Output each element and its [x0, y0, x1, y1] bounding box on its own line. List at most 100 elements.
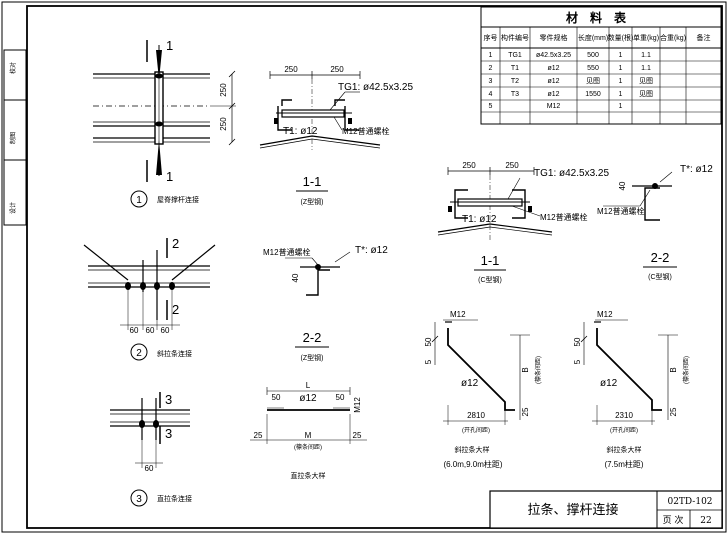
section-1-1-z-title: 1-1 — [303, 174, 322, 189]
detail-2-number: 2 — [136, 348, 142, 359]
material-table-header: 数量(根) — [608, 33, 634, 42]
diagonal-rod-b: M12 50 5 ø12 B (檩条间距) 25 2310 (开孔间距) 斜拉条… — [573, 310, 690, 469]
straight-rod-L: L — [306, 381, 311, 390]
section-1-1-z-tg: TG1: ø42.5x3.25 — [338, 82, 413, 93]
detail-3-mark-top: 3 — [165, 392, 172, 407]
diag-a-d50: 50 — [424, 337, 433, 346]
material-table: 材 料 表 序号构件编号零件规格长度(mm)数量(根)单重(kg)合重(kg)备… — [480, 6, 722, 125]
diag-a-d5: 5 — [424, 359, 433, 364]
material-table-cell: 1 — [619, 91, 623, 98]
material-table-cell: 见图 — [639, 90, 653, 98]
detail-3-straight-tie: 3 3 60 3 直拉条连接 — [110, 392, 192, 507]
material-table-cell: 5 — [489, 103, 493, 110]
section-1-1-c-bolt: M12普通螺栓 — [540, 212, 588, 222]
diag-b-d25: 25 — [669, 407, 678, 416]
section-1-1-c-dim-left: 250 — [462, 161, 476, 170]
diag-a-len: 2810 — [467, 411, 485, 420]
side-label-bottom: 设计 — [9, 202, 17, 214]
material-table-cell: T3 — [511, 91, 519, 98]
section-1-1-c-dim-right: 250 — [505, 161, 519, 170]
material-table-cell: 550 — [587, 65, 599, 72]
detail-1-dim-upper: 250 — [219, 83, 228, 97]
section-2-2-c-dim: 40 — [618, 181, 627, 190]
diag-a-B: B — [521, 367, 530, 372]
section-2-2-z-sub: (Z型钢) — [301, 353, 324, 362]
diag-a-span: (6.0m,9.0m柱距) — [443, 459, 502, 469]
material-table-cell: ø42.5x3.25 — [536, 52, 571, 59]
section-1-1-z-dim-right: 250 — [330, 65, 344, 74]
material-table-header: 长度(mm) — [578, 33, 608, 42]
straight-rod-m12: M12 — [353, 397, 362, 413]
diag-b-lnote: (开孔间距) — [610, 426, 638, 434]
diag-a-phi: ø12 — [461, 378, 479, 389]
straight-rod-d50b: 50 — [336, 393, 345, 402]
material-table-cell: 4 — [489, 91, 493, 98]
material-table-cell: 1 — [619, 52, 623, 59]
section-2-2-z-t: T*: ø12 — [355, 245, 388, 256]
material-table-header: 合重(kg) — [660, 33, 686, 42]
detail-3-dim: 60 — [145, 464, 154, 473]
section-2-2-z-dim: 40 — [291, 273, 300, 282]
section-2-2-c: M12普通螺栓 T*: ø12 40 2-2 (C型钢) — [597, 164, 713, 281]
detail-2-cut-mark-bottom: 2 — [172, 302, 179, 317]
detail-2-dim-b: 60 — [146, 326, 155, 335]
diag-a-m12: M12 — [450, 310, 466, 319]
section-2-2-c-title: 2-2 — [651, 250, 670, 265]
detail-2-caption: 斜拉条连接 — [157, 349, 192, 358]
material-table-cell: 1.1 — [641, 65, 651, 72]
material-table-cell: 1 — [619, 103, 623, 110]
material-table-cell: 500 — [587, 52, 599, 59]
material-table-cell: 见图 — [639, 77, 653, 85]
material-table-cell: M12 — [547, 103, 561, 110]
section-2-2-z-bolt: M12普通螺栓 — [263, 247, 311, 257]
section-1-1-c-sub: (C型钢) — [478, 275, 502, 284]
diag-b-d50: 50 — [573, 337, 582, 346]
diag-b-phi: ø12 — [600, 378, 618, 389]
diag-a-caption: 斜拉条大样 — [455, 445, 490, 454]
straight-rod-d25b: 25 — [353, 431, 362, 440]
section-1-1-z-sub: (Z型钢) — [301, 197, 324, 206]
straight-rod-M: M — [305, 431, 312, 440]
section-1-1-z: 250 250 TG1: ø42.5x3.25 T1: ø12 M12普通螺栓 … — [259, 65, 413, 206]
detail-2-cut-mark-top: 2 — [172, 236, 179, 251]
straight-rod-phi: ø12 — [299, 393, 317, 404]
material-table-cell: 见图 — [586, 77, 600, 85]
straight-rod-caption: 直拉条大样 — [291, 471, 326, 480]
title-block-title: 拉条、撑杆连接 — [527, 502, 618, 518]
title-block-code: 02TD-102 — [667, 497, 712, 507]
straight-rod-d50a: 50 — [272, 393, 281, 402]
material-table-cell: 1550 — [585, 91, 601, 98]
detail-1-dim-lower: 250 — [219, 117, 228, 131]
section-1-1-c-title: 1-1 — [481, 253, 500, 268]
inner-frame — [26, 5, 723, 529]
section-2-2-c-bolt: M12普通螺栓 — [597, 206, 645, 216]
detail-3-number: 3 — [136, 494, 142, 505]
straight-rod-mnote: (檩条间距) — [294, 443, 322, 451]
section-1-1-z-t1: T1: ø12 — [283, 126, 318, 137]
material-table-header: 构件编号 — [501, 33, 529, 42]
detail-1-ridge-strut: 1 1 250 250 1 屋脊撑杆连接 — [93, 38, 236, 208]
diag-b-d5: 5 — [573, 359, 582, 364]
material-table-title: 材 料 表 — [565, 10, 627, 25]
section-1-1-z-bolt: M12普通螺栓 — [342, 126, 390, 136]
detail-2-dim-c: 60 — [161, 326, 170, 335]
title-block-page: 22 — [700, 516, 711, 526]
diag-b-m12: M12 — [597, 310, 613, 319]
material-table-cell: 1 — [619, 65, 623, 72]
detail-1-cut-mark-top: 1 — [166, 38, 173, 53]
detail-1-caption: 屋脊撑杆连接 — [157, 195, 199, 204]
diagonal-rod-a: M12 50 5 ø12 B (檩条间距) 25 2810 (开孔间距) 斜拉条… — [424, 310, 542, 469]
section-1-1-z-dim-left: 250 — [284, 65, 298, 74]
material-table-cell: ø12 — [547, 65, 559, 72]
section-1-1-c: 250 250 TG1: ø42.5x3.25 T1: ø12 M12普通螺栓 … — [437, 161, 609, 284]
detail-3-mark-bottom: 3 — [165, 426, 172, 441]
diag-b-B: B — [669, 367, 678, 372]
side-signature-strip: 校对 制图 设计 — [3, 49, 27, 226]
diag-b-span: (7.5m柱距) — [604, 459, 643, 469]
material-table-cell: TG1 — [508, 52, 522, 59]
section-2-2-z-title: 2-2 — [303, 330, 322, 345]
material-table-cell: 1 — [489, 52, 493, 59]
detail-2-dim-a: 60 — [130, 326, 139, 335]
